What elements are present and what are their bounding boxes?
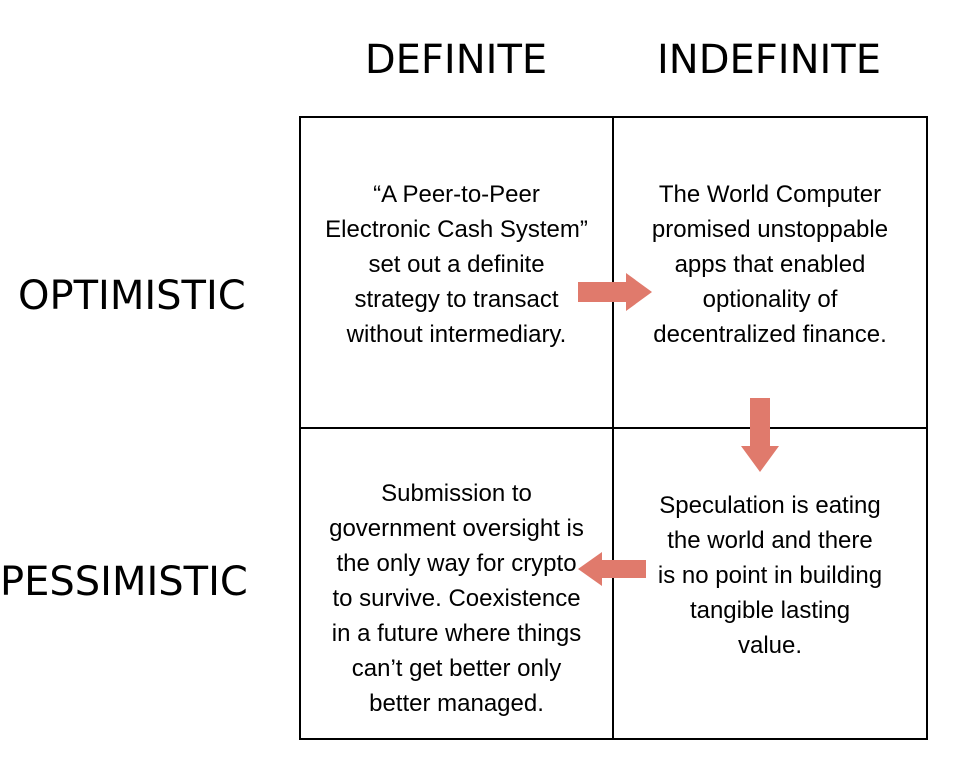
quadrant-text: “A Peer-to-Peer Electronic Cash System” …: [325, 181, 588, 348]
arrow-down-icon: [741, 398, 779, 472]
column-header-definite: DEFINITE: [364, 37, 548, 83]
quadrant-text: The World Computer promised unstoppable …: [651, 181, 889, 348]
row-header-pessimistic: PESSIMISTIC: [0, 559, 248, 605]
quadrant-optimistic-indefinite: The World Computer promised unstoppable …: [612, 116, 928, 429]
quadrant-text: Speculation is eating the world and ther…: [657, 492, 883, 659]
arrow-left-icon: [578, 552, 646, 586]
quadrant-pessimistic-definite: Submission to government oversight is th…: [299, 427, 614, 740]
row-header-optimistic: OPTIMISTIC: [18, 273, 246, 319]
quadrant-optimistic-definite: “A Peer-to-Peer Electronic Cash System” …: [299, 116, 614, 429]
arrow-right-icon: [578, 273, 652, 311]
quadrant-text: Submission to government oversight is th…: [329, 480, 584, 717]
column-header-indefinite: INDEFINITE: [656, 37, 882, 83]
quadrant-pessimistic-indefinite: Speculation is eating the world and ther…: [612, 427, 928, 740]
